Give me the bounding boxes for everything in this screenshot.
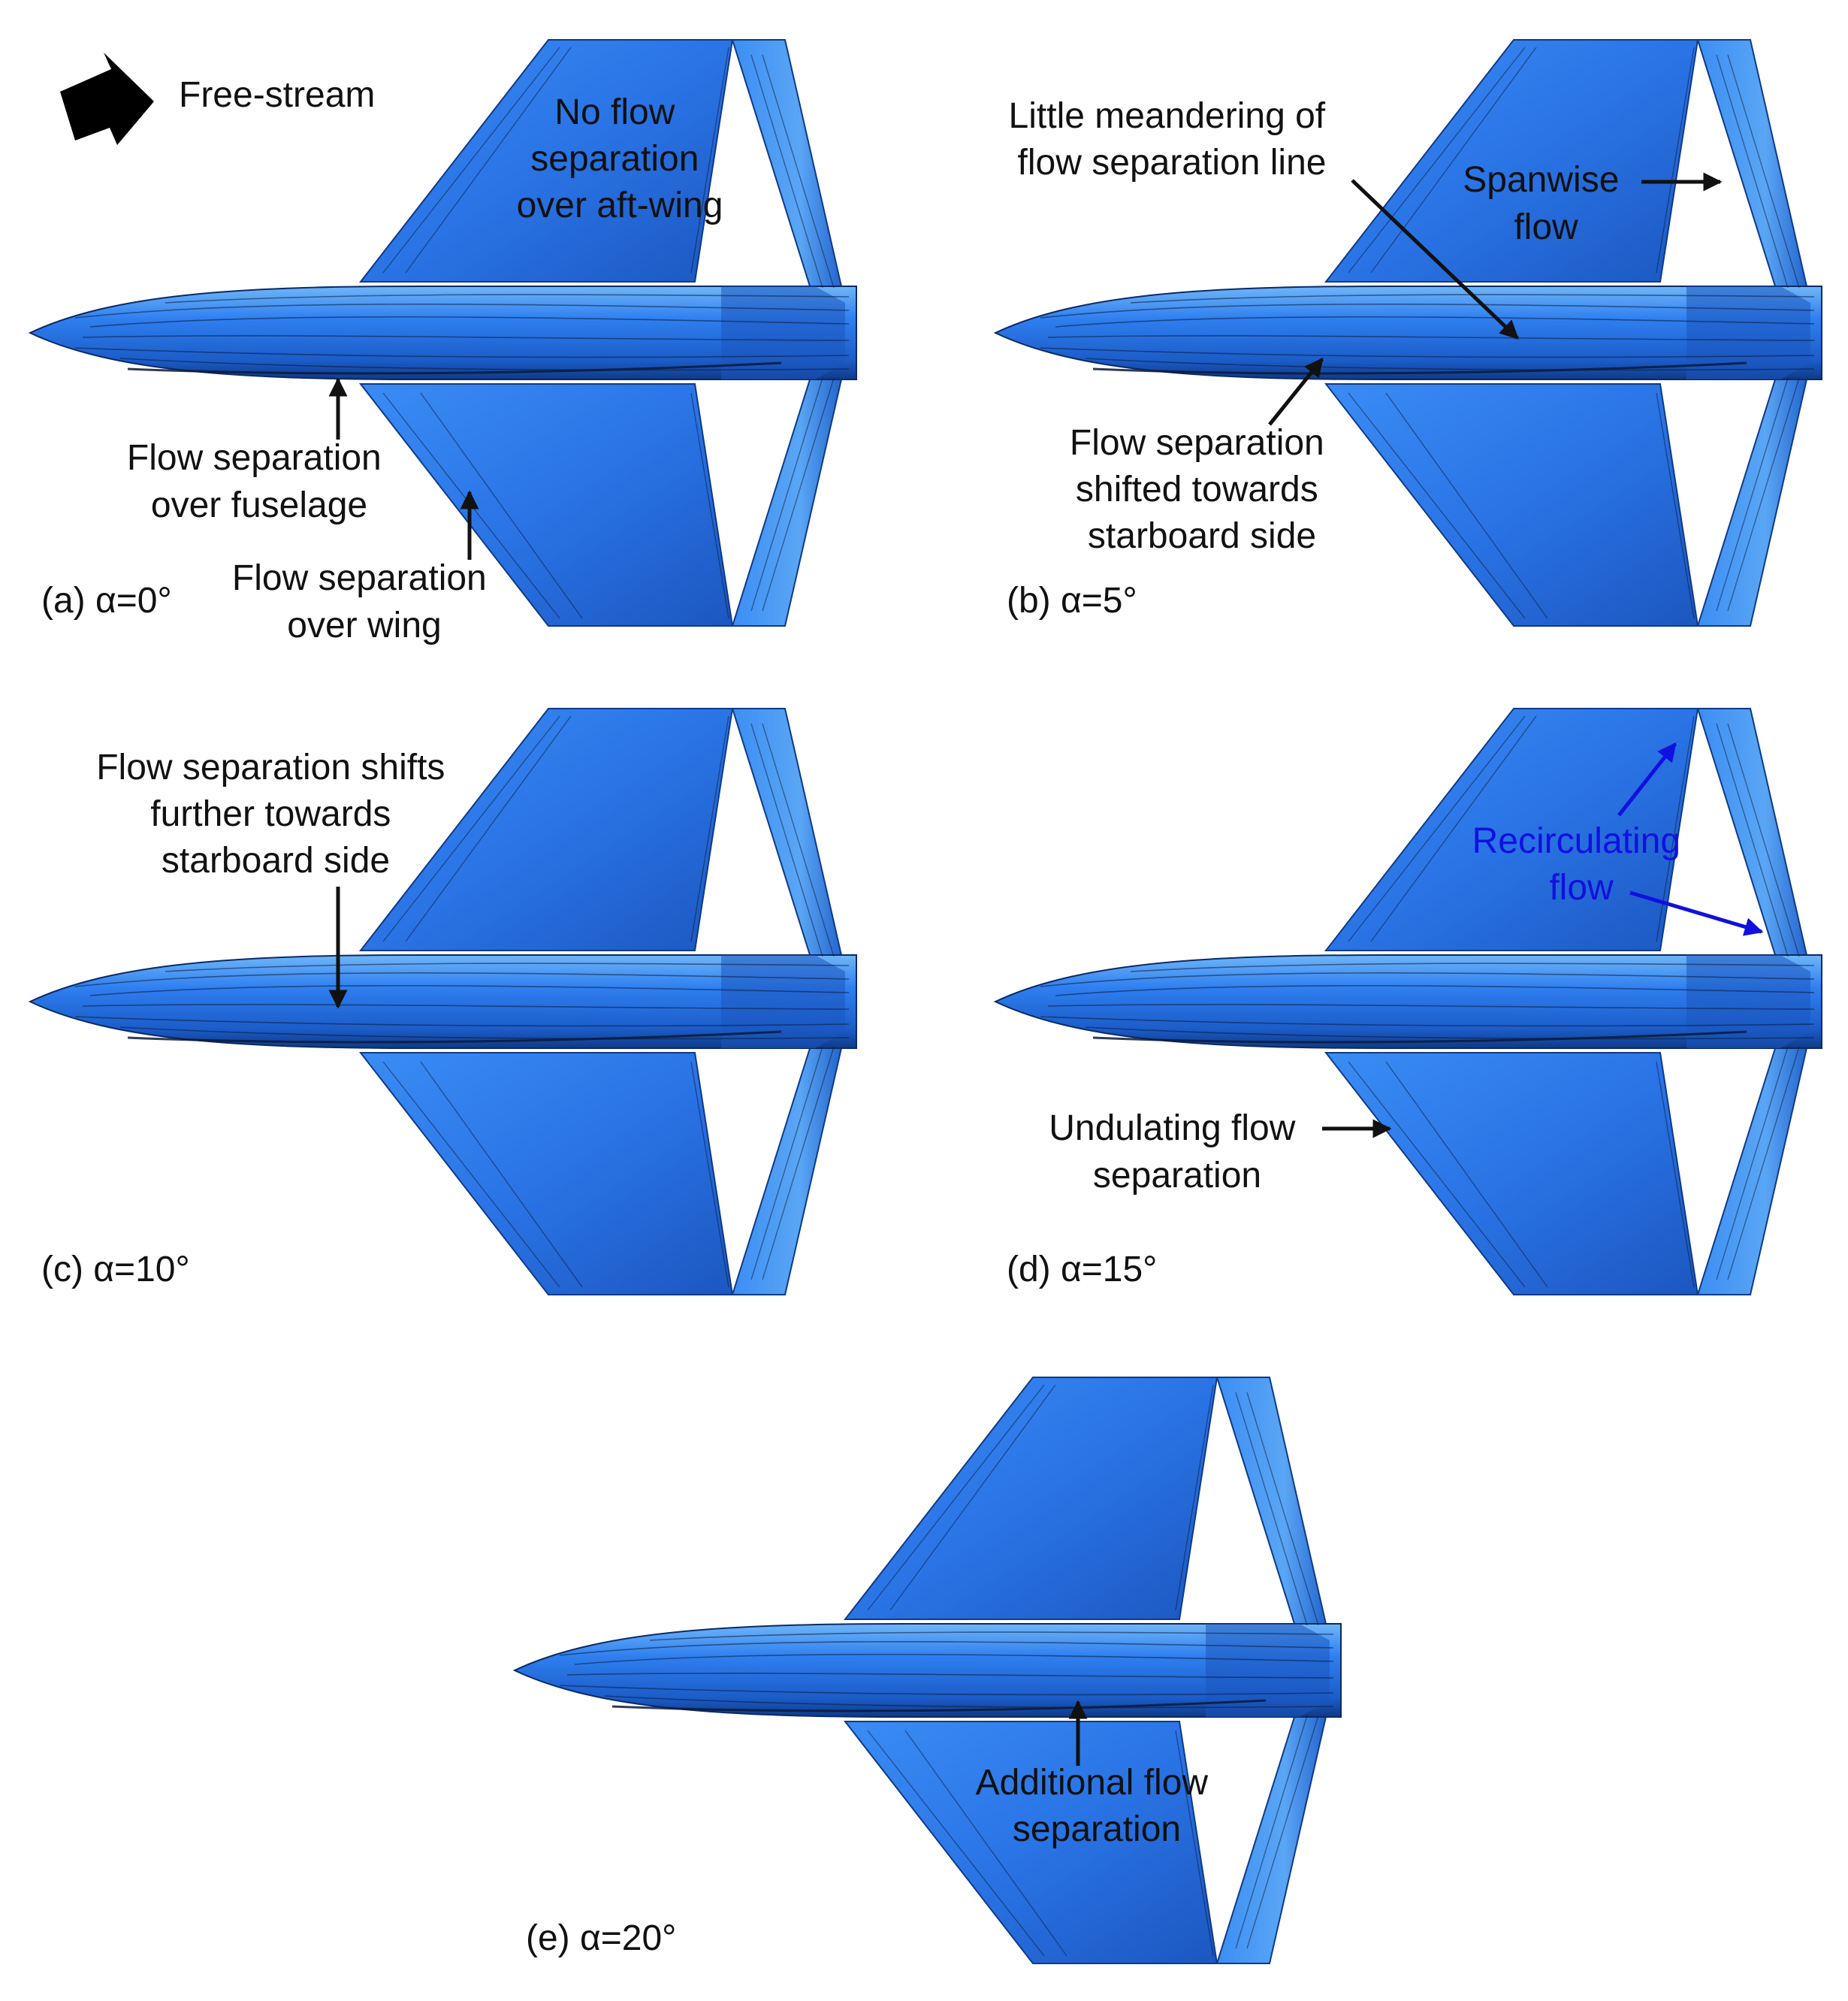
free-stream-label: Free-stream xyxy=(179,75,375,115)
annotation-arrow-shifted xyxy=(1268,358,1324,426)
panel-b: Little meandering of flow separation lin… xyxy=(994,38,1823,627)
missile-model-d xyxy=(994,707,1823,1296)
annotation-separation-further-shift: Flow separation shifts further towards s… xyxy=(96,748,455,881)
panel-label-e: (e) α=20° xyxy=(526,1918,676,1958)
missile-model-e xyxy=(513,1376,1342,1965)
free-stream-arrow-icon xyxy=(60,53,154,145)
annotation-additional-separation: Additional flow separation xyxy=(976,1763,1218,1849)
annotation-no-separation-aft-wing: No flow separation over aft-wing xyxy=(517,92,723,225)
annotation-arrow-meandering xyxy=(1351,179,1519,340)
annotation-meandering-separation-line: Little meandering of flow separation lin… xyxy=(1009,96,1336,183)
annotation-separation-wing: Flow separation over wing xyxy=(232,558,497,645)
panel-a: Free-stream No flow separation over aft-… xyxy=(29,38,858,645)
panel-d: Recirculating flow Undulating flow separ… xyxy=(994,707,1823,1296)
annotation-arrow-recirculating-upper xyxy=(1617,742,1677,817)
annotation-arrow-recirculating-lower xyxy=(1629,890,1764,936)
annotation-separation-shifted: Flow separation shifted towards starboar… xyxy=(1070,423,1334,556)
panel-label-c: (c) α=10° xyxy=(41,1250,190,1289)
panel-c: Flow separation shifts further towards s… xyxy=(29,707,858,1296)
annotation-spanwise-flow: Spanwise flow xyxy=(1463,160,1629,247)
panel-label-a: (a) α=0° xyxy=(41,581,172,621)
panel-e: Additional flow separation (e) α=20° xyxy=(513,1376,1342,1965)
annotation-undulating-separation: Undulating flow separation xyxy=(1049,1108,1306,1195)
missile-model-a xyxy=(29,38,858,627)
panel-label-b: (b) α=5° xyxy=(1007,581,1137,621)
annotation-recirculating-flow: Recirculating flow xyxy=(1472,821,1691,908)
panel-label-d: (d) α=15° xyxy=(1007,1250,1157,1289)
annotation-separation-fuselage: Flow separation over fuselage xyxy=(127,438,391,525)
